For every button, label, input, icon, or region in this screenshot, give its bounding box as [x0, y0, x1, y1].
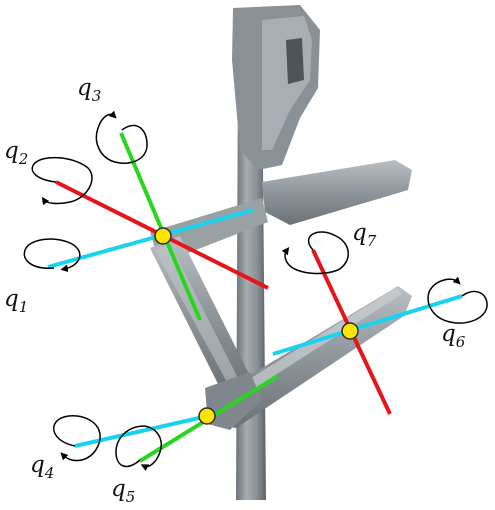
circular-arrow-icon — [31, 156, 93, 206]
arm-model — [150, 5, 412, 500]
circular-arrow-icon — [23, 238, 81, 272]
label-q2: q2 — [4, 138, 28, 168]
label-q6: q6 — [441, 321, 466, 351]
label-q5: q5 — [111, 476, 135, 506]
rotation-axes — [47, 132, 463, 463]
label-q7: q7 — [352, 220, 377, 250]
axis-q1 — [47, 208, 254, 269]
axis-q4 — [74, 414, 209, 448]
forearm-top-edge — [222, 288, 402, 404]
axis-q6 — [272, 294, 463, 356]
circular-arrow-icon — [95, 110, 148, 164]
rotation-symbols — [23, 110, 488, 472]
elbow-block — [205, 372, 262, 430]
joint-dot-icon — [341, 322, 359, 340]
shoulder-bar — [262, 160, 412, 225]
circular-arrow-icon — [115, 425, 162, 472]
joint-markers — [154, 227, 359, 425]
joint-dot-icon — [154, 227, 172, 245]
joint-labels: q1 q2 q3 q4 q5 q6 q7 — [4, 75, 466, 506]
head-clamp-slot — [286, 38, 304, 84]
circular-arrow-icon — [281, 231, 349, 275]
label-q1: q1 — [4, 286, 28, 316]
circular-arrow-icon — [53, 415, 101, 462]
circular-arrow-icon — [427, 276, 488, 324]
label-q4: q4 — [30, 452, 54, 482]
forearm — [212, 286, 412, 428]
joint-dot-icon — [198, 407, 216, 425]
label-q3: q3 — [77, 75, 101, 105]
axis-q3 — [119, 132, 202, 321]
